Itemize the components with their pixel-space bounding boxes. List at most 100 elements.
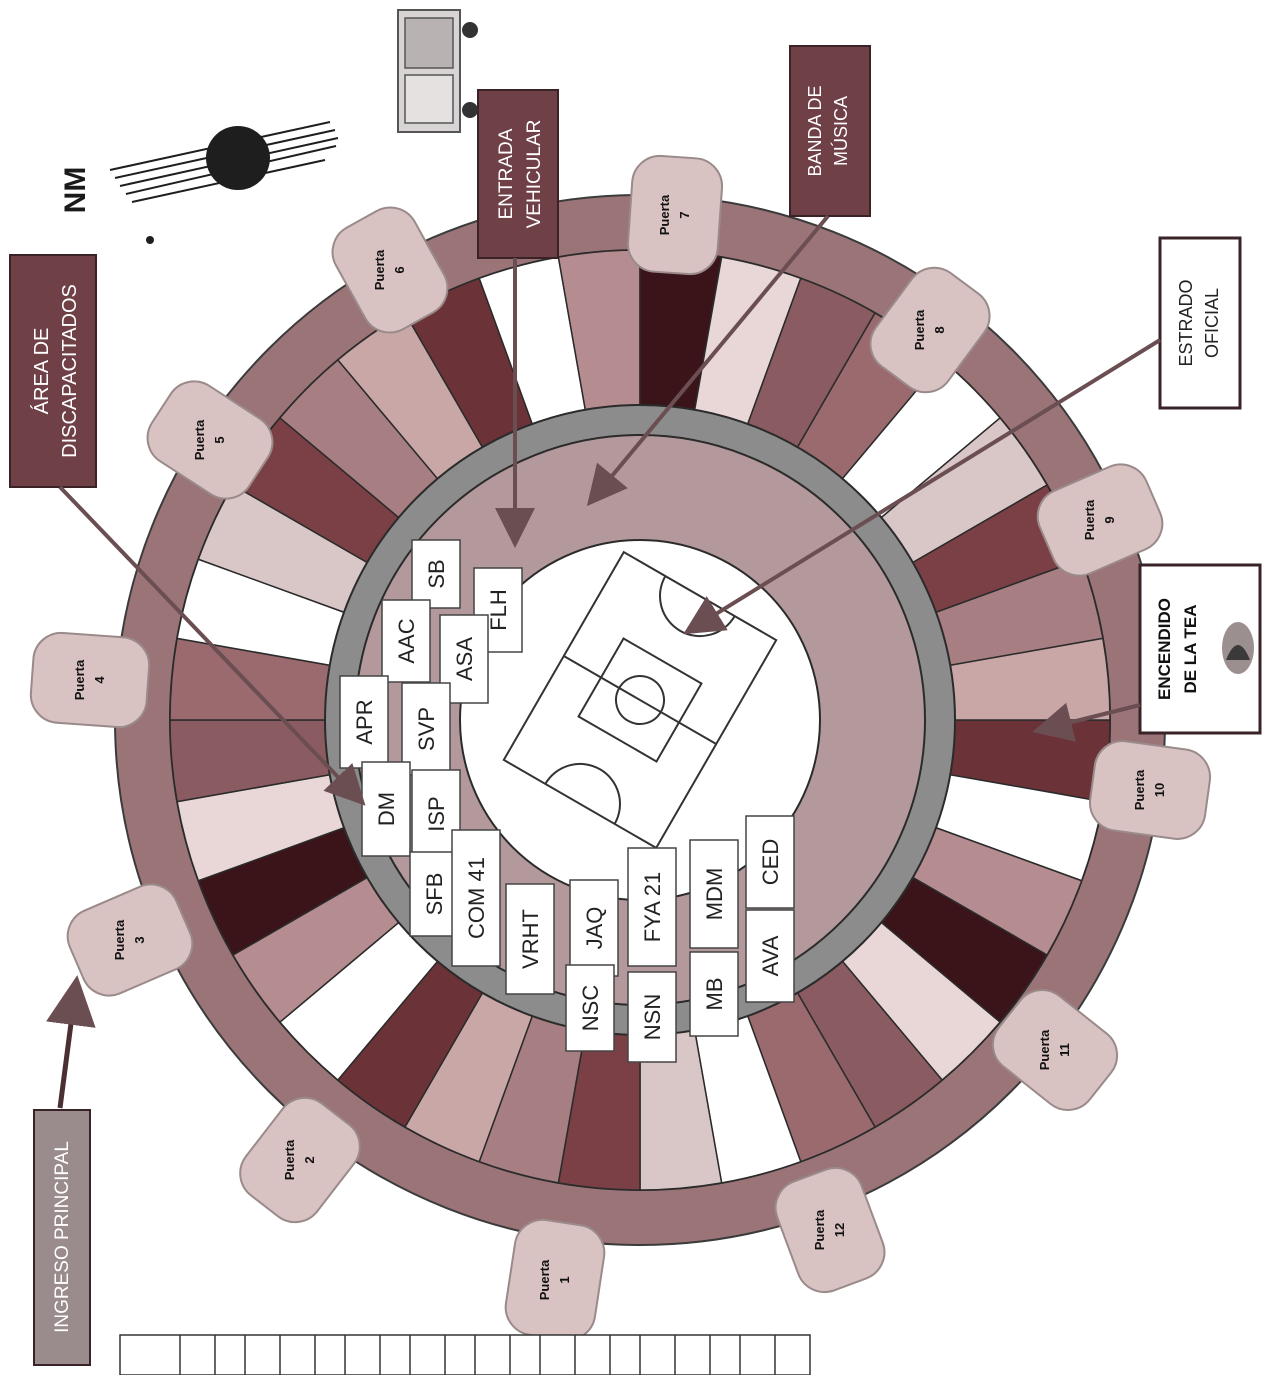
unit-code-label: SFB	[422, 873, 447, 916]
unit-code-label: SVP	[414, 707, 439, 751]
official-stage-arrow	[683, 338, 1162, 635]
main-entrance-label: INGRESO PRINCIPAL	[52, 1141, 73, 1333]
unit-box: APR	[339, 675, 389, 769]
gate-number: 4	[92, 676, 107, 684]
unit-box: MDM	[689, 839, 739, 949]
unit-box: MB	[689, 951, 739, 1037]
unit-code-label: AAC	[394, 618, 419, 663]
unit-box: ASA	[439, 614, 489, 704]
vehicle-entry-line2: VEHICULAR	[524, 120, 545, 229]
gate-label: Puerta	[112, 919, 127, 960]
unit-box: JAQ	[569, 879, 619, 977]
unit-box: SFB	[409, 851, 459, 937]
unit-code-label: SB	[424, 559, 449, 588]
unit-box: SVP	[401, 682, 451, 776]
unit-box-frame	[401, 682, 451, 776]
gate-10: Puerta 10	[1088, 740, 1212, 840]
north-mark-label: NM	[59, 167, 92, 214]
gate-label: Puerta	[1132, 769, 1147, 810]
unit-box: SB	[411, 539, 461, 609]
gate-number: 10	[1152, 783, 1167, 797]
gate-number: 9	[1102, 516, 1117, 523]
gate-shape	[869, 266, 991, 394]
unit-box-frame	[689, 839, 739, 949]
unit-box-frame	[569, 879, 619, 977]
unit-box: NSN	[627, 971, 677, 1063]
truck-icon	[397, 9, 478, 133]
gate-1: Puerta 1	[504, 1218, 606, 1342]
unit-code-label: FYA 21	[640, 872, 665, 943]
gate-number: 11	[1057, 1043, 1072, 1057]
gate-shape	[239, 1096, 361, 1224]
unit-box-frame	[627, 847, 677, 967]
vehicle-entry-line1: ENTRADA	[496, 128, 517, 219]
disabled-area-line2: DISCAPACITADOS	[59, 284, 81, 458]
gate-2: Puerta 2	[239, 1096, 361, 1224]
torch-lighting-arrow	[1032, 702, 1141, 742]
gate-label: Puerta	[192, 419, 207, 460]
unit-box-frame	[451, 829, 501, 967]
unit-code-label: NSN	[640, 994, 665, 1040]
unit-box-frame	[411, 539, 461, 609]
unit-box-frame	[361, 761, 411, 857]
disabled-area-line1: ÁREA DE	[30, 328, 53, 415]
gate-shape	[331, 206, 449, 334]
torch-icon	[1222, 622, 1254, 674]
unit-box: FYA 21	[627, 847, 677, 967]
callout-disabled-area: ÁREA DE DISCAPACITADOS	[9, 254, 97, 488]
unit-box: AAC	[381, 599, 431, 683]
callout-music-band: BANDA DE MÚSICA	[789, 45, 871, 217]
unit-box: DM	[361, 761, 411, 857]
gate-shape	[504, 1218, 606, 1342]
main-entrance-arrow	[46, 975, 96, 1109]
unit-code-label: APR	[352, 699, 377, 744]
official-stage-line2: OFICIAL	[1202, 288, 1222, 358]
callout-official-stage: ESTRADO OFICIAL	[1158, 236, 1242, 410]
gate-label: Puerta	[537, 1259, 552, 1300]
callout-main-entrance: INGRESO PRINCIPAL	[33, 1109, 91, 1366]
unit-box: ISP	[411, 769, 461, 859]
unit-box: CED	[745, 815, 795, 909]
gate-number: 8	[932, 326, 947, 333]
gate-number: 6	[392, 266, 407, 273]
gate-label: Puerta	[282, 1139, 297, 1180]
gate-shape	[29, 631, 151, 729]
gate-shape	[626, 154, 724, 276]
unit-box: COM 41	[451, 829, 501, 967]
unit-code-label: MDM	[702, 868, 727, 921]
gate-label: Puerta	[1037, 1029, 1052, 1070]
gate-5: Puerta 5	[146, 380, 274, 500]
north-mark: NM	[59, 121, 339, 244]
unit-box-frame	[745, 815, 795, 909]
gate-number: 1	[557, 1276, 572, 1283]
gate-number: 7	[677, 211, 692, 218]
unit-box-frame	[565, 964, 615, 1052]
unit-code-label: MB	[702, 978, 727, 1011]
gate-label: Puerta	[912, 309, 927, 350]
basketball-court	[502, 550, 778, 850]
disabled-area-arrow	[58, 485, 366, 806]
unit-code-label: NSC	[578, 985, 603, 1032]
music-band-line1: BANDA DE	[805, 85, 825, 176]
unit-code-label: CED	[758, 839, 783, 885]
unit-code-label: ASA	[452, 637, 477, 681]
official-stage-line1: ESTRADO	[1176, 279, 1196, 366]
gate-number: 5	[212, 436, 227, 443]
gate-4: Puerta 4	[29, 631, 151, 729]
gate-7: Puerta 7	[626, 154, 724, 276]
gate-shape	[146, 380, 274, 500]
unit-box-frame	[409, 851, 459, 937]
gate-label: Puerta	[657, 194, 672, 235]
gate-label: Puerta	[72, 659, 87, 700]
unit-code-label: COM 41	[464, 857, 489, 939]
gate-number: 2	[302, 1156, 317, 1163]
gate-shape	[774, 1166, 886, 1294]
torch-lighting-line2: DE LA TEA	[1181, 604, 1200, 693]
unit-box: FLH	[473, 567, 523, 653]
unit-box-frame	[689, 951, 739, 1037]
unit-box-frame	[745, 909, 795, 1003]
